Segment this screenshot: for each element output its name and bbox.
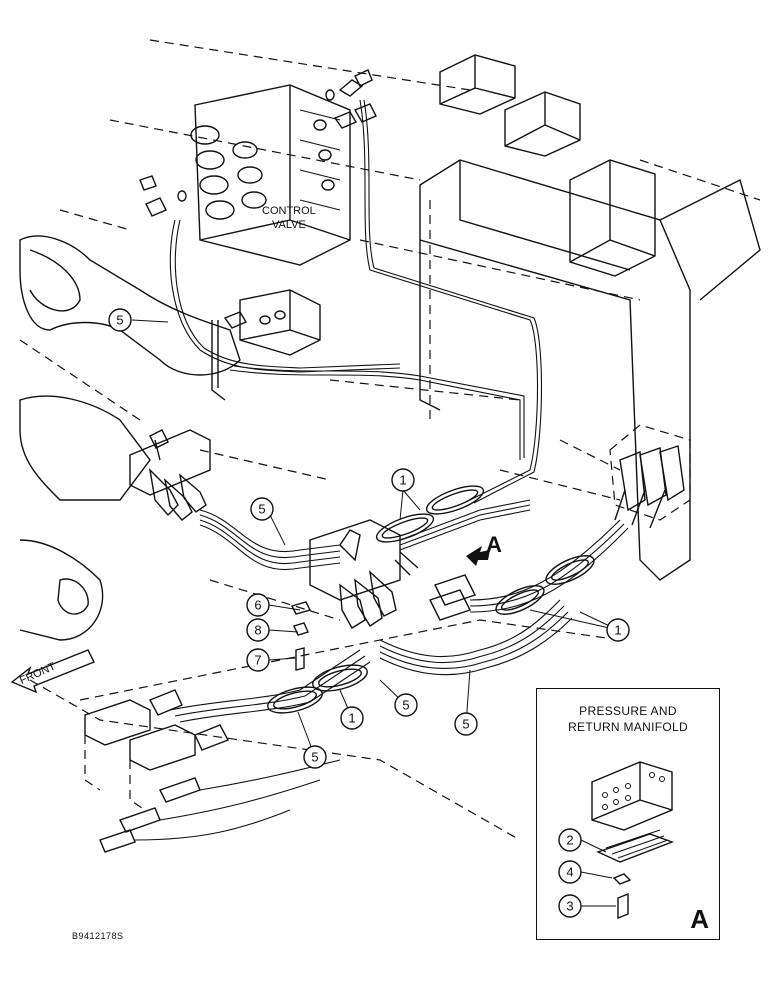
center-joystick (309, 519, 419, 629)
engine-housing (419, 54, 761, 581)
svg-text:1: 1 (614, 623, 621, 638)
callout-5-bottom: 5 (303, 745, 327, 769)
control-valve (190, 84, 351, 266)
svg-text:1: 1 (348, 711, 355, 726)
callout-6: 6 (246, 593, 270, 617)
inset-title: PRESSURE AND RETURN MANIFOLD (568, 704, 688, 734)
front-arrow (10, 649, 95, 694)
figure-id: B9412178S (72, 931, 124, 941)
view-a-label: A (486, 532, 502, 557)
callout-5-lower-right: 5 (454, 712, 478, 736)
control-valve-label: CONTROL VALVE (262, 205, 316, 231)
callout-5-lower-mid: 5 (394, 693, 418, 717)
frame-outline (19, 39, 761, 841)
fittings-top (139, 69, 377, 217)
callout-8: 8 (246, 618, 270, 642)
callout-1-right: 1 (606, 618, 630, 642)
pilot-block (211, 289, 321, 401)
svg-text:6: 6 (254, 598, 261, 613)
manifold-inset: PRESSURE AND RETURN MANIFOLD A (536, 688, 720, 940)
right-fittings (429, 424, 691, 621)
svg-text:5: 5 (402, 698, 409, 713)
fasteners (290, 601, 312, 671)
hose-bundles (169, 485, 629, 723)
svg-text:5: 5 (311, 750, 318, 765)
svg-text:5: 5 (258, 502, 265, 517)
svg-text:5: 5 (462, 717, 469, 732)
svg-text:8: 8 (254, 623, 261, 638)
callout-5-mid-left: 5 (250, 497, 274, 521)
svg-text:1: 1 (399, 473, 406, 488)
callout-1-center: 1 (391, 468, 415, 492)
svg-text:5: 5 (116, 313, 123, 328)
view-a-arrow (466, 546, 490, 566)
callouts: 5 1 5 6 8 7 1 5 5 1 5 (108, 308, 630, 769)
chassis (19, 235, 241, 641)
foot-pedals (84, 689, 341, 853)
svg-text:7: 7 (254, 653, 261, 668)
callout-5-top: 5 (108, 308, 132, 332)
callout-7: 7 (246, 648, 270, 672)
hoses-main (169, 99, 543, 504)
inset-letter: A (690, 904, 709, 934)
left-joystick (129, 429, 211, 521)
callout-1-lower: 1 (340, 706, 364, 730)
